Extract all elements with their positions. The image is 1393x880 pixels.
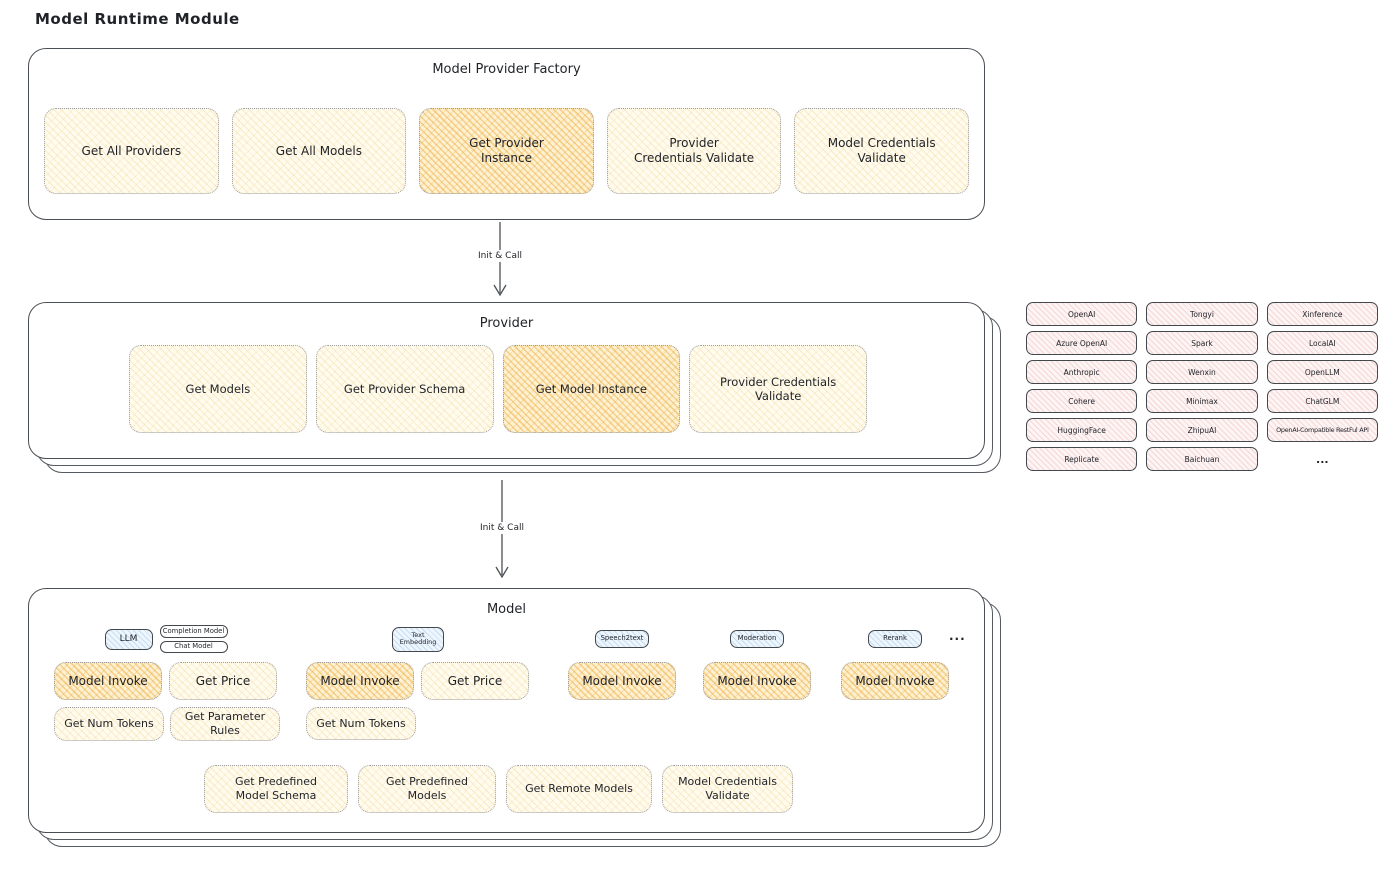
tab-llm: LLM xyxy=(104,628,153,650)
provider-chip-tongyi: Tongyi xyxy=(1146,302,1258,326)
provider-chip-huggingface: HuggingFace xyxy=(1026,418,1138,442)
provider-chip-minimax: Minimax xyxy=(1146,389,1258,413)
button-provider-credentials-validate-2: Provider Credentials Validate xyxy=(689,345,867,433)
button-get-predefined-model-schema: Get Predefined Model Schema xyxy=(204,765,348,813)
button-model-invoke-rerank: Model Invoke xyxy=(841,662,949,700)
provider-buttons-row: Get Models Get Provider Schema Get Model… xyxy=(129,345,867,433)
providers-more-ellipsis: ... xyxy=(1316,452,1329,466)
factory-title: Model Provider Factory xyxy=(432,62,581,77)
tab-chat-model: Chat Model xyxy=(159,640,228,653)
provider-title: Provider xyxy=(479,316,534,331)
provider-chip-cohere: Cohere xyxy=(1026,389,1138,413)
arrow-label-init-call-1: Init & Call xyxy=(458,250,542,262)
provider-chip-baichuan: Baichuan xyxy=(1146,447,1258,471)
button-model-credentials-validate-model: Model Credentials Validate xyxy=(662,765,793,813)
provider-chip-localai: LocalAI xyxy=(1266,331,1378,355)
button-provider-credentials-validate: Provider Credentials Validate xyxy=(606,108,782,194)
provider-chip-replicate: Replicate xyxy=(1026,447,1138,471)
model-bottom-buttons-row: Get Predefined Model Schema Get Predefin… xyxy=(204,765,793,813)
button-get-price-text-embedding: Get Price xyxy=(421,662,529,700)
provider-chip-zhipuai: ZhipuAI xyxy=(1146,418,1258,442)
provider-chip-anthropic: Anthropic xyxy=(1026,360,1138,384)
tab-rerank: Rerank xyxy=(868,630,922,648)
factory-box: Model Provider Factory Get All Providers… xyxy=(28,48,985,220)
model-group-speech2text: Speech2text Model Invoke xyxy=(568,625,676,755)
button-model-invoke-speech2text: Model Invoke xyxy=(568,662,676,700)
provider-chip-spark: Spark xyxy=(1146,331,1258,355)
provider-chip-azure-openai: Azure OpenAI xyxy=(1026,331,1138,355)
button-get-provider-schema: Get Provider Schema xyxy=(315,345,494,433)
button-get-parameter-rules: Get Parameter Rules xyxy=(170,707,280,741)
tab-text-embedding: Text Embedding xyxy=(392,626,444,652)
provider-box: Provider Get Models Get Provider Schema … xyxy=(28,302,985,459)
button-get-provider-instance: Get Provider Instance xyxy=(419,108,594,194)
provider-chip-openai: OpenAI xyxy=(1026,302,1138,326)
factory-buttons-row: Get All Providers Get All Models Get Pro… xyxy=(44,108,969,194)
provider-chip-openai-compatible: OpenAI-Compatible RestFul API xyxy=(1266,418,1378,442)
model-box: Model LLM Completion Model Chat Model Mo… xyxy=(28,588,985,833)
provider-chip-wenxin: Wenxin xyxy=(1146,360,1258,384)
button-get-price-llm: Get Price xyxy=(169,662,277,700)
button-get-num-tokens-llm: Get Num Tokens xyxy=(54,707,164,741)
model-title: Model xyxy=(486,602,527,617)
button-model-invoke-text-embedding: Model Invoke xyxy=(306,662,414,700)
button-get-predefined-models: Get Predefined Models xyxy=(358,765,496,813)
model-group-text-embedding: Text Embedding Model Invoke Get Price Ge… xyxy=(306,625,530,755)
button-get-num-tokens-text-embedding: Get Num Tokens xyxy=(306,707,416,740)
provider-chip-chatglm: ChatGLM xyxy=(1266,389,1378,413)
providers-panel: OpenAI Tongyi Xinference Azure OpenAI Sp… xyxy=(1026,302,1378,471)
button-model-invoke-moderation: Model Invoke xyxy=(703,662,811,700)
button-get-model-instance: Get Model Instance xyxy=(502,345,681,433)
model-tabs-more-ellipsis: ... xyxy=(949,629,966,643)
button-get-models: Get Models xyxy=(129,345,307,433)
button-get-all-models: Get All Models xyxy=(231,108,407,194)
model-group-moderation: Moderation Model Invoke xyxy=(703,625,811,755)
tab-speech2text: Speech2text xyxy=(595,630,649,648)
tab-completion-model: Completion Model xyxy=(159,625,228,638)
button-get-all-providers: Get All Providers xyxy=(44,108,219,194)
button-get-remote-models: Get Remote Models xyxy=(506,765,652,813)
model-group-rerank: Rerank Model Invoke xyxy=(841,625,949,755)
page-title: Model Runtime Module xyxy=(35,10,240,28)
provider-chip-xinference: Xinference xyxy=(1266,302,1378,326)
model-group-llm: LLM Completion Model Chat Model Model In… xyxy=(54,625,280,755)
button-model-credentials-validate: Model Credentials Validate xyxy=(794,108,969,194)
tab-moderation: Moderation xyxy=(730,630,784,648)
provider-chip-openllm: OpenLLM xyxy=(1266,360,1378,384)
arrow-label-init-call-2: Init & Call xyxy=(460,522,544,534)
button-model-invoke-llm: Model Invoke xyxy=(54,662,162,700)
